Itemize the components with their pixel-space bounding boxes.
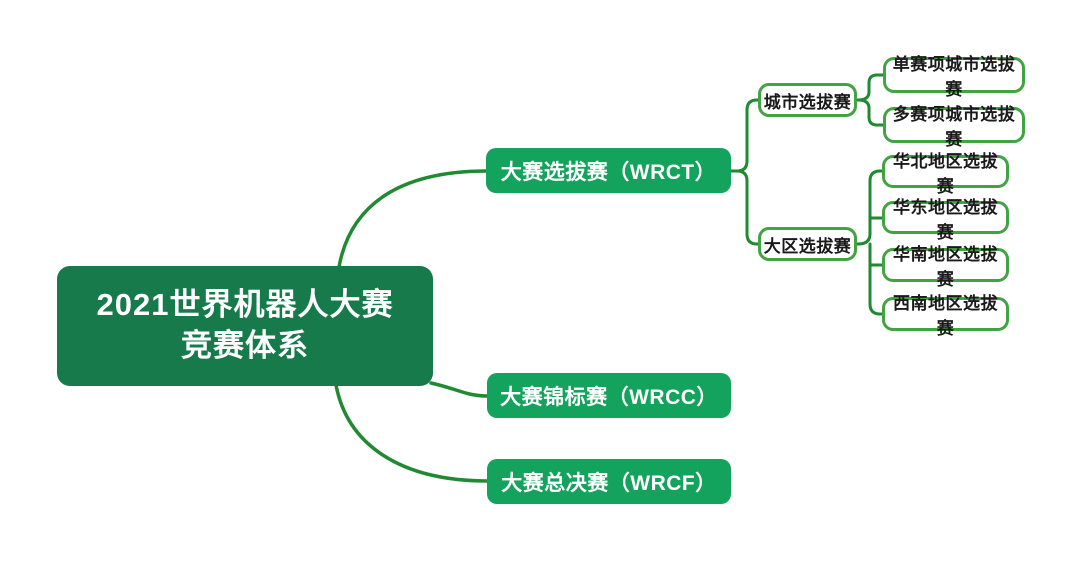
- leaf-node-multi-event-city: 多赛项城市选拔赛: [883, 105, 1025, 149]
- connector-region-child1: [854, 169, 885, 246]
- branch-node-wrcf: 大赛总决赛（WRCF）: [487, 459, 731, 504]
- connector-city-child2: [854, 98, 886, 127]
- branch-node-wrcc: 大赛锦标赛（WRCC）: [487, 373, 731, 418]
- root-node-title-line2: 竞赛体系: [181, 328, 309, 363]
- leaf-node-north-china: 华北地区选拔赛: [882, 152, 1009, 196]
- leaf-node-southwest-china: 西南地区选拔赛: [882, 294, 1009, 338]
- leaf-node-south-china: 华南地区选拔赛: [882, 245, 1009, 289]
- connector-wrct-region: [728, 169, 761, 246]
- leaf-node-single-event-city: 单赛项城市选拔赛: [883, 55, 1025, 99]
- connector-root-wrct: [337, 169, 489, 269]
- connector-region-child4: [868, 242, 885, 316]
- branch-node-wrct: 大赛选拔赛（WRCT）: [486, 148, 731, 193]
- connector-root-wrcf: [334, 383, 490, 483]
- connector-wrct-city: [728, 98, 761, 173]
- subnode-city-selection: 城市选拔赛: [758, 83, 857, 117]
- leaf-node-east-china: 华东地区选拔赛: [882, 198, 1009, 242]
- root-node: 2021世界机器人大赛 竞赛体系: [57, 266, 433, 386]
- connector-city-child1: [854, 73, 886, 102]
- subnode-region-selection: 大区选拔赛: [758, 227, 857, 261]
- root-node-title-line1: 2021世界机器人大赛: [96, 287, 394, 323]
- connector-root-wrcc: [429, 381, 490, 398]
